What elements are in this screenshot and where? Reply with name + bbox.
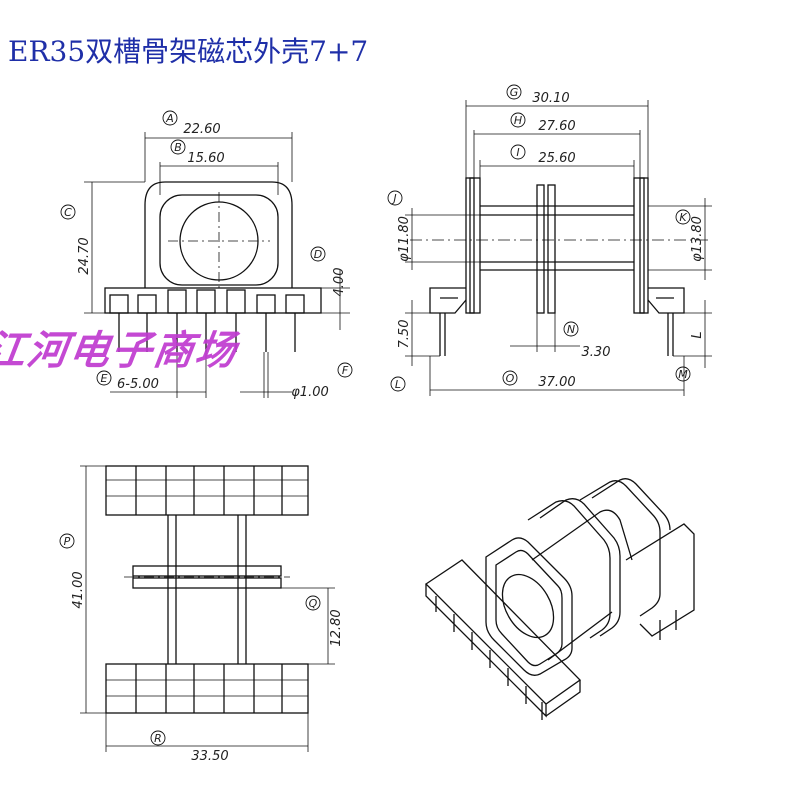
label-D: D bbox=[314, 248, 322, 261]
front-view bbox=[60, 110, 353, 398]
dimension-text: A 22.60 B 15.60 C 24.70 D 4.00 E 6-5.00 … bbox=[64, 86, 705, 764]
label-F: F bbox=[342, 364, 349, 377]
dim-Q: 12.80 bbox=[329, 609, 344, 646]
label-J: J bbox=[391, 192, 396, 205]
label-N: N bbox=[567, 323, 575, 336]
dim-A: 22.60 bbox=[183, 122, 220, 137]
diagram-title: ER35双槽骨架磁芯外壳7+7 bbox=[8, 35, 369, 68]
top-view bbox=[59, 465, 335, 752]
label-K: K bbox=[679, 211, 687, 224]
label-B: B bbox=[174, 141, 182, 154]
side-view bbox=[387, 84, 712, 396]
dim-D: 4.00 bbox=[332, 268, 347, 297]
label-P: P bbox=[64, 535, 71, 548]
dim-L: 7.50 bbox=[397, 320, 412, 349]
label-G: G bbox=[510, 86, 519, 99]
label-L: L bbox=[395, 378, 401, 391]
isometric-view bbox=[424, 478, 695, 720]
dim-K: φ13.80 bbox=[690, 216, 705, 262]
label-A: A bbox=[165, 112, 174, 125]
dim-M: L bbox=[690, 331, 705, 338]
dim-B: 15.60 bbox=[187, 151, 224, 166]
label-C: C bbox=[64, 206, 72, 219]
dim-C: 24.70 bbox=[77, 237, 92, 274]
label-R: R bbox=[154, 732, 162, 745]
dim-O: 37.00 bbox=[538, 375, 575, 390]
dim-R: 33.50 bbox=[191, 749, 228, 764]
dim-J: φ11.80 bbox=[397, 216, 412, 262]
dim-G: 30.10 bbox=[532, 91, 569, 106]
dim-N: 3.30 bbox=[582, 345, 611, 360]
label-Q: Q bbox=[309, 597, 318, 610]
dim-E: 6-5.00 bbox=[117, 377, 159, 392]
dim-P: 41.00 bbox=[71, 571, 86, 608]
label-H: H bbox=[514, 114, 522, 127]
label-M: M bbox=[678, 368, 688, 381]
label-E: E bbox=[101, 372, 108, 385]
label-I: I bbox=[516, 146, 519, 159]
dim-I: 25.60 bbox=[538, 151, 575, 166]
watermark: 江河电子商场 bbox=[0, 328, 241, 374]
dim-H: 27.60 bbox=[538, 119, 575, 134]
dim-F: φ1.00 bbox=[291, 385, 329, 400]
label-O: O bbox=[506, 372, 515, 385]
